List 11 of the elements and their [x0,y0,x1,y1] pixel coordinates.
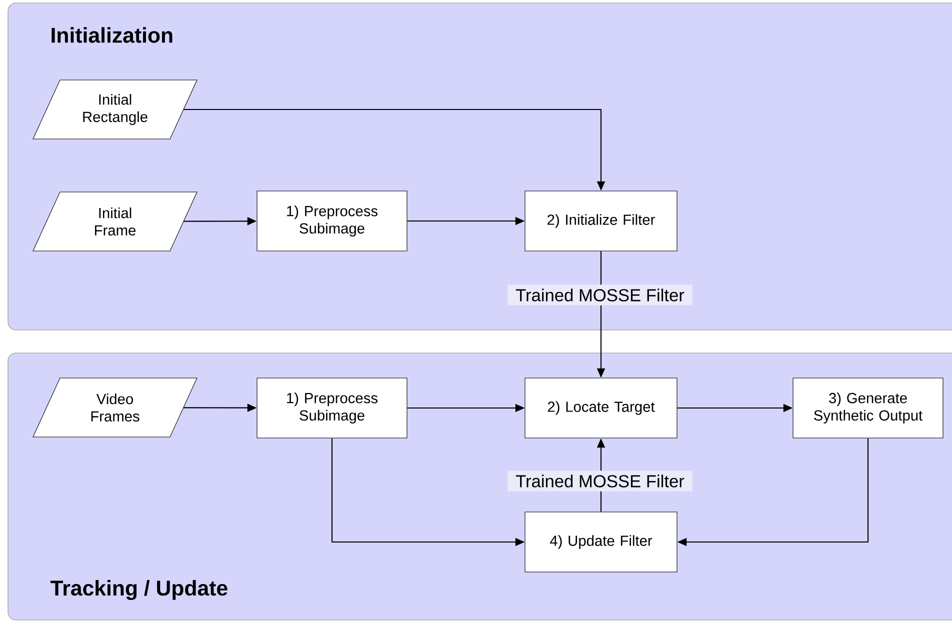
input-parallelogram: Initial Rectangle [32,80,198,140]
process-box: 3) Generate Synthetic Output [792,378,944,438]
process-box: 1) Preprocess Subimage [256,378,408,438]
process-box: 1) Preprocess Subimage [256,190,408,252]
edge-label: Trained MOSSE Filter [516,288,684,302]
input-parallelogram: Initial Frame [32,192,198,252]
process-box: 2) Locate Target [524,378,678,438]
edge-label: Trained MOSSE Filter [516,474,684,488]
input-parallelogram: Video Frames [32,378,198,438]
process-box: 4) Update Filter [524,512,678,572]
process-box: 2) Initialize Filter [524,190,678,252]
